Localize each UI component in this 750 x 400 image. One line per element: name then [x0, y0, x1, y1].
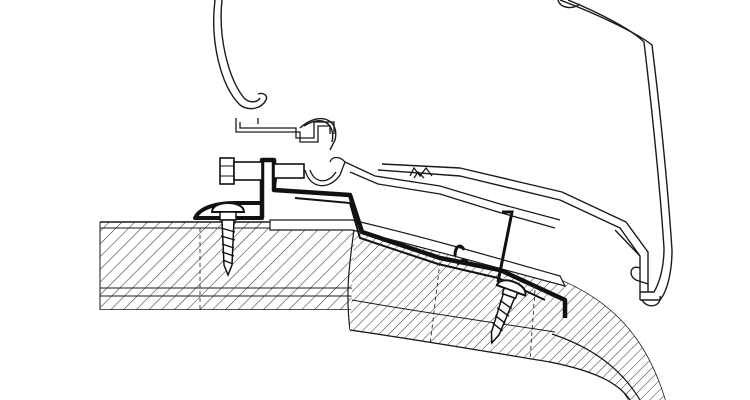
fixing-screw-left	[210, 202, 246, 278]
awning-case-profile	[213, 0, 673, 307]
black-bracket	[193, 157, 568, 318]
adapter-rail	[235, 118, 561, 229]
mounting-bolt	[219, 157, 305, 185]
sealing-strip	[269, 219, 567, 287]
fixing-screw-right	[490, 279, 527, 345]
